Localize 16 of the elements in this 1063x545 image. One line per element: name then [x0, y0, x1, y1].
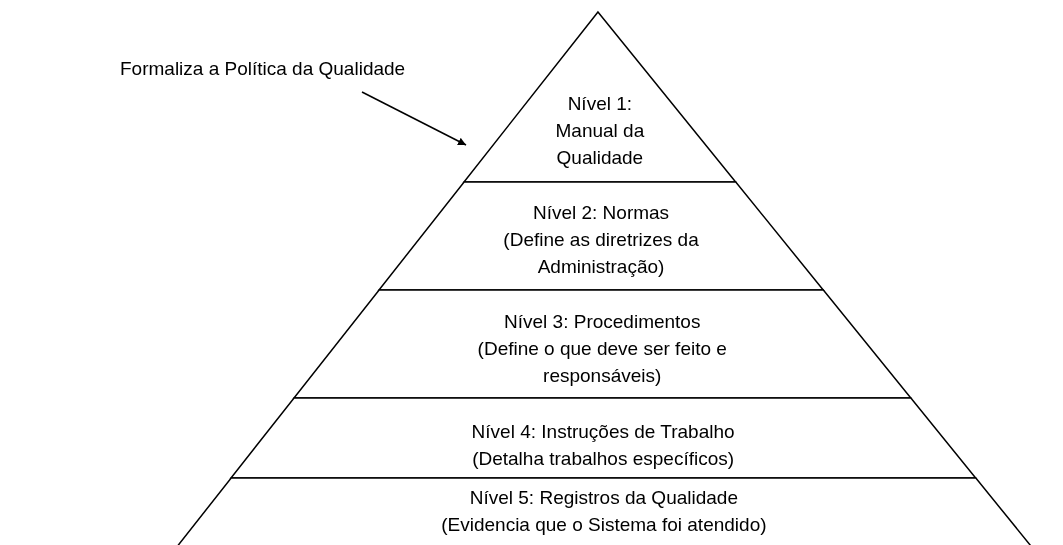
pyramid-level [230, 398, 976, 478]
level-description: (Detalha trabalhos específicos) [471, 447, 736, 471]
pyramid-level [293, 290, 911, 398]
arrow [361, 91, 467, 146]
level-title: Nível 3: Procedimentos [503, 310, 702, 334]
level-title: Nível 1: Manual da Qualidade [554, 92, 646, 170]
level-description: (Evidencia que o Sistema foi atendido) [440, 513, 768, 537]
level-title: Nível 5: Registros da Qualidade [468, 486, 739, 510]
level-description: (Define o que deve ser feito e responsáveis) [476, 337, 728, 388]
annotation-text: Formaliza a Política da Qualidade [120, 55, 406, 82]
level-description: (Define as diretrizes da Administração) [502, 228, 700, 279]
pyramid-level [378, 182, 824, 290]
level-title: Nível 2: Normas [531, 201, 671, 225]
pyramid-level [175, 478, 1033, 545]
pyramid-apex-level [464, 12, 736, 182]
level-title: Nível 4: Instruções de Trabalho [470, 420, 736, 444]
